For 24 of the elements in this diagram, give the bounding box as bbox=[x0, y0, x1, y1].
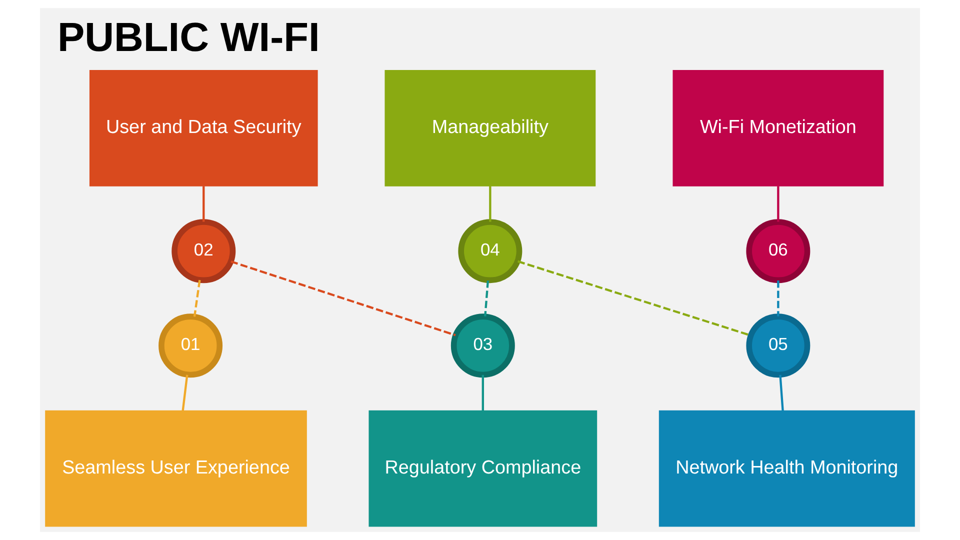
connector bbox=[482, 374, 484, 412]
connector bbox=[777, 186, 780, 222]
node-circle: 02 bbox=[172, 219, 236, 284]
node-circle: 06 bbox=[746, 219, 810, 284]
connector bbox=[517, 260, 751, 336]
connector bbox=[182, 374, 188, 412]
node-box: Regulatory Compliance bbox=[368, 410, 598, 527]
connector bbox=[489, 186, 492, 222]
node-box: Manageability bbox=[384, 70, 596, 186]
node-box: Seamless User Experience bbox=[45, 410, 307, 527]
connector bbox=[202, 186, 205, 222]
node-circle: 05 bbox=[746, 314, 810, 378]
connector bbox=[779, 374, 784, 412]
node-circle: 01 bbox=[158, 314, 223, 378]
node-box: Network Health Monitoring bbox=[658, 410, 915, 527]
connector bbox=[484, 280, 490, 316]
connector bbox=[193, 280, 201, 317]
node-circle: 04 bbox=[458, 219, 522, 284]
node-box: User and Data Security bbox=[89, 70, 318, 186]
diagram-title: PUBLIC WI-FI bbox=[57, 14, 320, 60]
node-circle: 03 bbox=[450, 314, 515, 378]
connector bbox=[777, 280, 780, 316]
node-box: Wi-Fi Monetization bbox=[672, 70, 884, 186]
connector bbox=[230, 260, 456, 336]
